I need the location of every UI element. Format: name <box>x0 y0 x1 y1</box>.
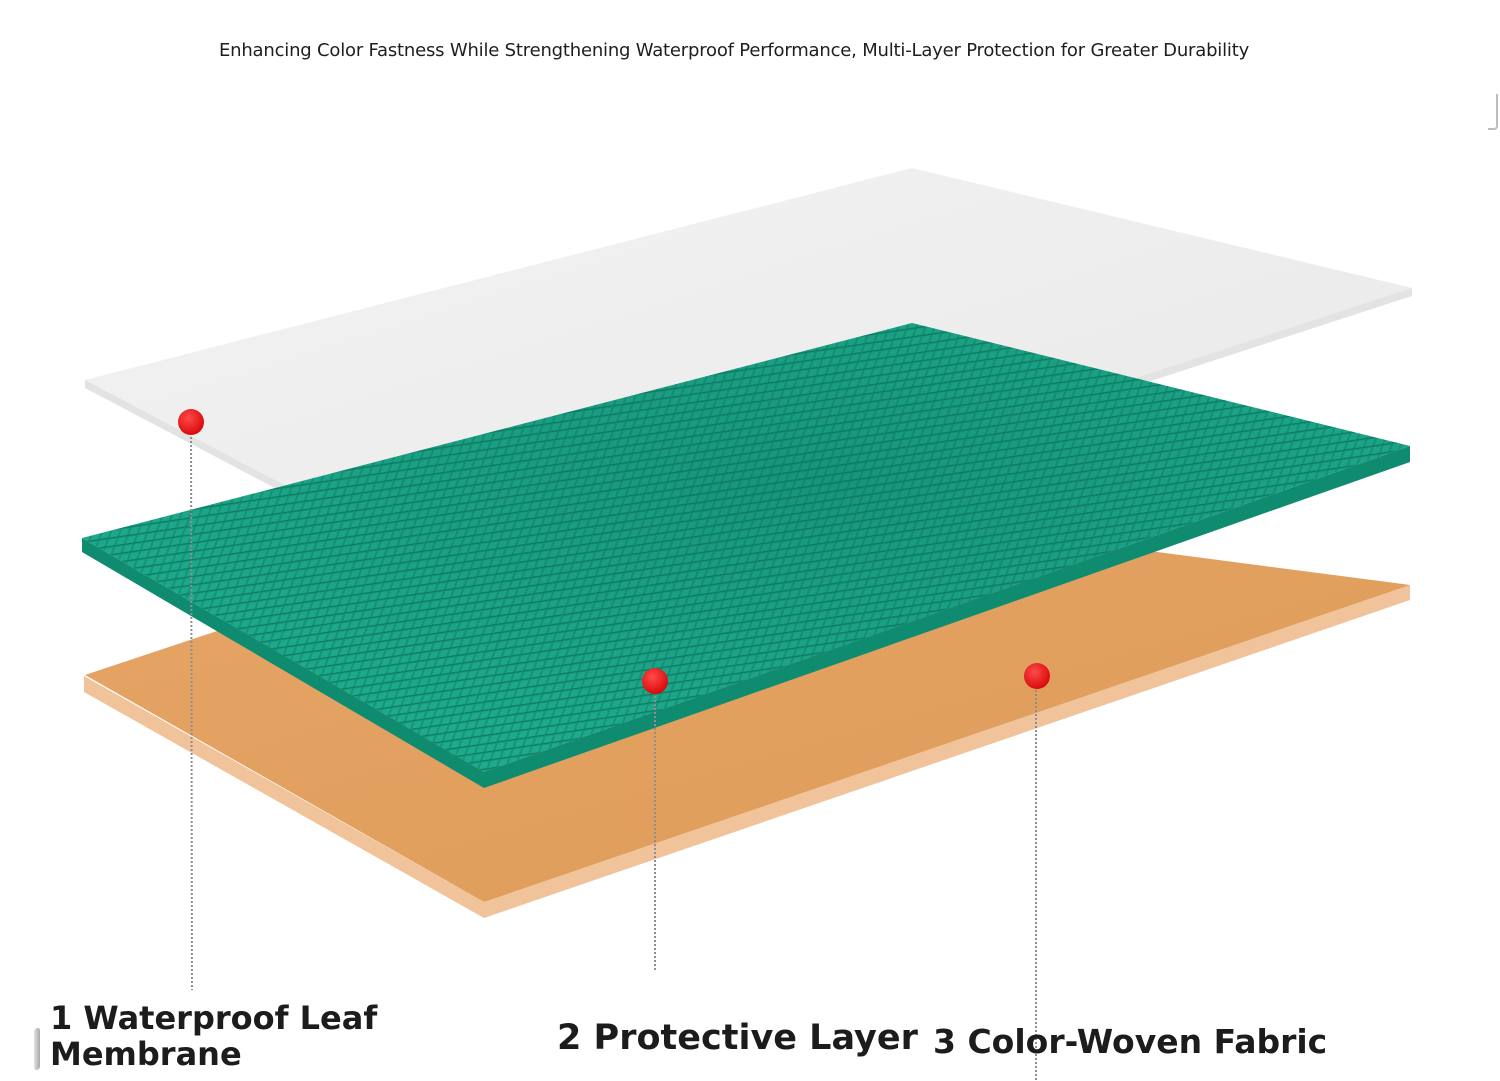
edge-bracket-mark <box>1488 94 1498 130</box>
headline: Enhancing Color Fastness While Strengthe… <box>218 40 1250 61</box>
marker-dot-3 <box>1024 663 1050 689</box>
label-protective-layer: 2 Protective Layer <box>557 1018 918 1058</box>
corner-mark <box>34 1027 40 1071</box>
marker-dot-1 <box>178 409 204 435</box>
marker-dot-2 <box>642 668 668 694</box>
label-color-woven-fabric: 3 Color-Woven Fabric <box>933 1022 1328 1061</box>
label-waterproof-leaf-membrane: 1 Waterproof Leaf Membrane <box>50 999 378 1073</box>
layer-protective <box>82 323 1410 788</box>
